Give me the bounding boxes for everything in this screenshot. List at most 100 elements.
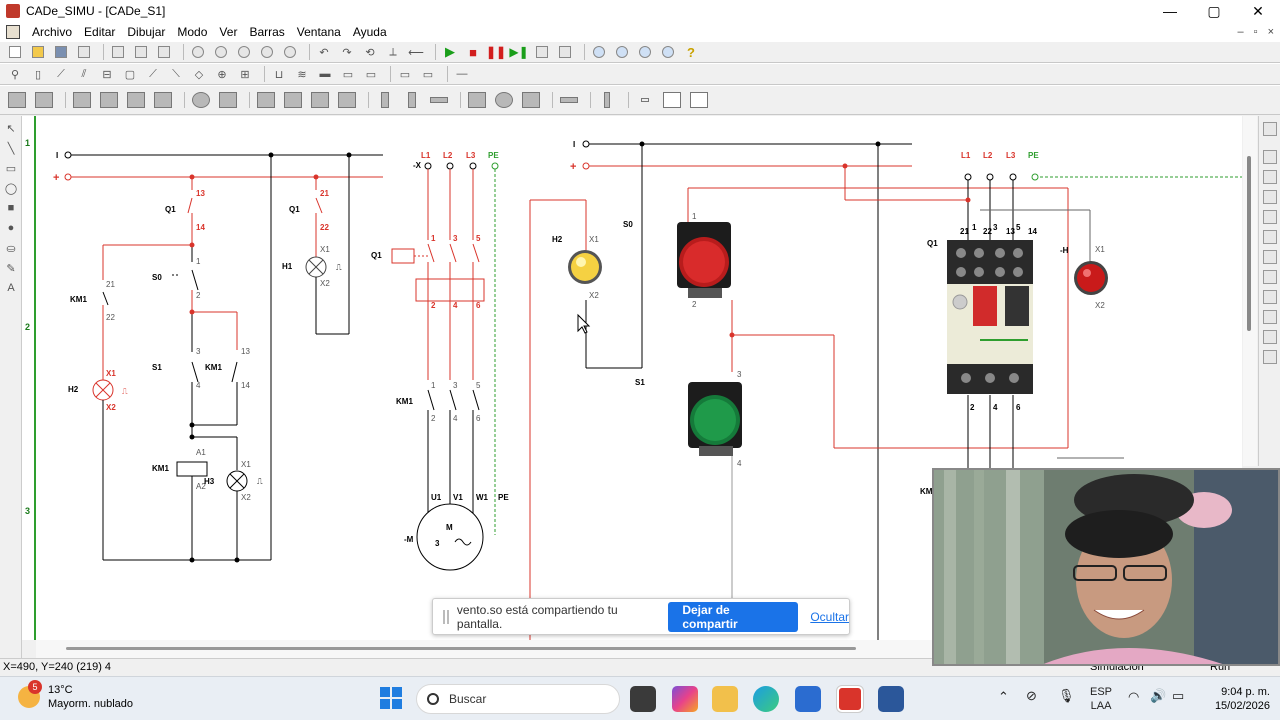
rotate-icon[interactable]: ⟲	[365, 46, 375, 59]
text-box-icon[interactable]: ▭	[399, 68, 411, 81]
scroll-thumb[interactable]	[1247, 156, 1251, 331]
step-icon[interactable]: ▶❚	[509, 45, 529, 59]
menu-ayuda[interactable]: Ayuda	[352, 24, 387, 39]
panel4-symbol-icon[interactable]	[152, 89, 174, 111]
contact-no-icon[interactable]: ⟋	[149, 67, 157, 80]
right-tool-12-icon[interactable]	[1263, 350, 1277, 364]
right-tool-3-icon[interactable]	[1263, 170, 1277, 184]
rectangle-tool-icon[interactable]: ▭	[5, 163, 17, 175]
text-tool-icon[interactable]: A	[7, 282, 15, 294]
plc2-symbol-icon[interactable]	[401, 89, 423, 111]
line-icon[interactable]: —	[456, 68, 468, 80]
panel3-symbol-icon[interactable]	[125, 89, 147, 111]
new-file-icon[interactable]	[6, 44, 24, 60]
drag-handle-icon[interactable]	[443, 609, 449, 624]
module3-symbol-icon[interactable]	[309, 89, 331, 111]
grid-icon[interactable]	[533, 44, 551, 60]
pointer-icon[interactable]: ↖	[6, 123, 16, 135]
taskbar-search[interactable]: Buscar	[416, 684, 620, 714]
snap-icon[interactable]	[556, 44, 574, 60]
module4-symbol-icon[interactable]	[336, 89, 358, 111]
vertical-scrollbar[interactable]	[1243, 116, 1257, 466]
relay-icon[interactable]: ▢	[124, 68, 136, 81]
stop-icon[interactable]: ■	[469, 44, 477, 60]
binoculars-icon[interactable]	[281, 44, 299, 60]
edge-icon[interactable]	[753, 686, 779, 712]
module2-symbol-icon[interactable]	[282, 89, 304, 111]
maximize-button[interactable]: ▢	[1207, 2, 1221, 19]
mdi-close-button[interactable]: ×	[1267, 25, 1274, 38]
save-icon[interactable]	[52, 44, 70, 60]
m365-icon[interactable]	[672, 686, 698, 712]
undo-icon[interactable]: ↶	[319, 46, 329, 59]
box-icon[interactable]: ▭	[342, 68, 354, 81]
weather-widget[interactable]: 5 13°C Mayorm. nublado	[18, 680, 133, 711]
right-tool-6-icon[interactable]	[1263, 230, 1277, 244]
zoom-real-icon[interactable]	[659, 44, 677, 60]
cut-icon[interactable]	[109, 44, 127, 60]
motor2-symbol-icon[interactable]	[33, 89, 55, 111]
plc3-symbol-icon[interactable]	[428, 89, 450, 111]
copy-icon[interactable]	[132, 44, 150, 60]
word-icon[interactable]	[878, 686, 904, 712]
coil-icon[interactable]: ▬	[319, 68, 331, 80]
zoom-all-icon[interactable]	[212, 44, 230, 60]
right-tool-7-icon[interactable]	[1263, 250, 1277, 264]
zoom-find-icon[interactable]	[235, 44, 253, 60]
lamp-h2-yellow[interactable]	[568, 250, 602, 284]
zoom-prev-icon[interactable]	[258, 44, 276, 60]
pneu-symbol-icon[interactable]	[596, 89, 618, 111]
switch-3p-icon[interactable]: ⫽	[81, 67, 87, 80]
language-indicator[interactable]: ESP LAA	[1090, 685, 1112, 713]
menu-ventana[interactable]: Ventana	[296, 24, 341, 39]
volume-icon[interactable]: 🔊	[1150, 688, 1167, 703]
rect-icon[interactable]	[661, 89, 683, 111]
mdi-restore-button[interactable]: ▫	[1253, 25, 1258, 38]
windows-start-icon[interactable]	[380, 687, 402, 709]
lamp-h-red[interactable]	[1074, 261, 1108, 295]
menu-archivo[interactable]: Archivo	[32, 24, 73, 39]
valve3-symbol-icon[interactable]	[520, 89, 542, 111]
menu-barras[interactable]: Barras	[249, 24, 285, 39]
sensor-symbol-icon[interactable]	[190, 89, 212, 111]
print-icon[interactable]	[75, 44, 93, 60]
valve2-symbol-icon[interactable]	[493, 89, 515, 111]
small-rect-icon[interactable]	[634, 89, 656, 111]
file-explorer-icon[interactable]	[712, 686, 738, 712]
zoom-out-icon[interactable]	[613, 44, 631, 60]
hide-link[interactable]: Ocultar	[810, 609, 849, 624]
task-view-icon[interactable]	[630, 686, 656, 712]
valve-symbol-icon[interactable]	[466, 89, 488, 111]
right-tool-1-icon[interactable]	[1263, 122, 1277, 136]
right-tool-5-icon[interactable]	[1263, 210, 1277, 224]
network-off-icon[interactable]: ⊘	[1026, 688, 1037, 703]
motor-symbol-icon[interactable]	[6, 89, 28, 111]
zoom-in-icon[interactable]	[590, 44, 608, 60]
horizontal-scrollbar[interactable]	[36, 640, 936, 658]
right-tool-8-icon[interactable]	[1263, 270, 1277, 284]
line-tool-icon[interactable]: ╲	[7, 143, 15, 155]
zoom-extents-icon[interactable]	[636, 44, 654, 60]
chevron-up-icon[interactable]: ⌃	[998, 689, 1009, 704]
menu-ver[interactable]: Ver	[219, 24, 238, 39]
drive-symbol-icon[interactable]	[217, 89, 239, 111]
fuse-icon[interactable]: ▯	[34, 68, 42, 81]
open-folder-icon[interactable]	[29, 44, 47, 60]
filled-ellipse-tool-icon[interactable]: ●	[7, 222, 15, 234]
module-symbol-icon[interactable]	[255, 89, 277, 111]
panel2-symbol-icon[interactable]	[98, 89, 120, 111]
breaker-icon[interactable]: ⊟	[102, 68, 112, 81]
contact-nc-icon[interactable]: ⟍	[172, 67, 180, 80]
align-icon[interactable]: ⟵	[408, 46, 424, 59]
plc-symbol-icon[interactable]	[374, 89, 396, 111]
play-icon[interactable]: ▶	[445, 44, 455, 59]
cadesimu-taskbar-icon[interactable]	[837, 686, 863, 712]
hscroll-thumb[interactable]	[66, 647, 856, 650]
pause-icon[interactable]: ❚❚	[485, 45, 507, 59]
stop-sharing-button[interactable]: Dejar de compartir	[668, 601, 799, 632]
menu-dibujar[interactable]: Dibujar	[127, 24, 166, 39]
redo-icon[interactable]: ↷	[342, 46, 352, 59]
connector-icon[interactable]: ⊞	[240, 68, 250, 81]
switch-icon[interactable]: ⟋	[57, 67, 65, 80]
terminal-icon[interactable]: ⊕	[217, 68, 227, 81]
